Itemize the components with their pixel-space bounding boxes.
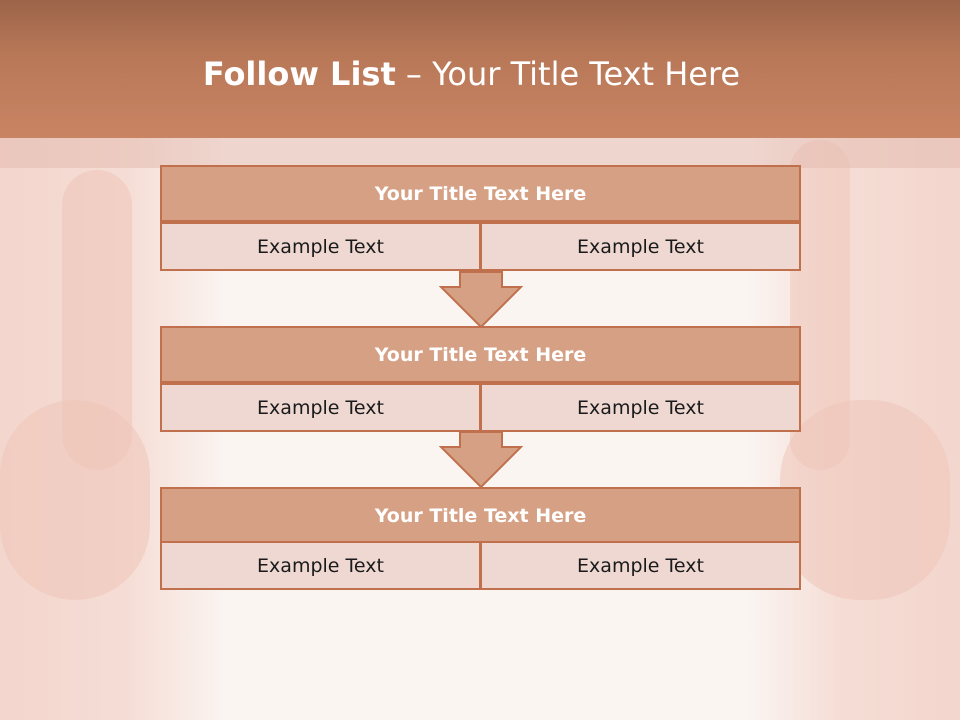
title-bold: Follow List [202,55,396,93]
step-1-title: Your Title Text Here [160,165,801,222]
step-2-right-cell: Example Text [480,383,801,432]
title-rest: – Your Title Text Here [395,55,741,93]
header-banner [0,0,960,138]
background-palm [780,400,950,600]
step-3-right-cell: Example Text [480,541,801,590]
step-2-title: Your Title Text Here [160,326,801,383]
header-strip [0,138,960,168]
step-3-title: Your Title Text Here [160,487,801,544]
down-arrow-icon [439,271,523,329]
step-1-right-cell: Example Text [480,222,801,271]
step-2-left-cell: Example Text [160,383,481,432]
step-1-left-cell: Example Text [160,222,481,271]
background-palm [0,400,150,600]
step-3-left-cell: Example Text [160,541,481,590]
down-arrow-icon [439,431,523,489]
page-title: Follow List – Your Title Text Here [0,54,943,94]
